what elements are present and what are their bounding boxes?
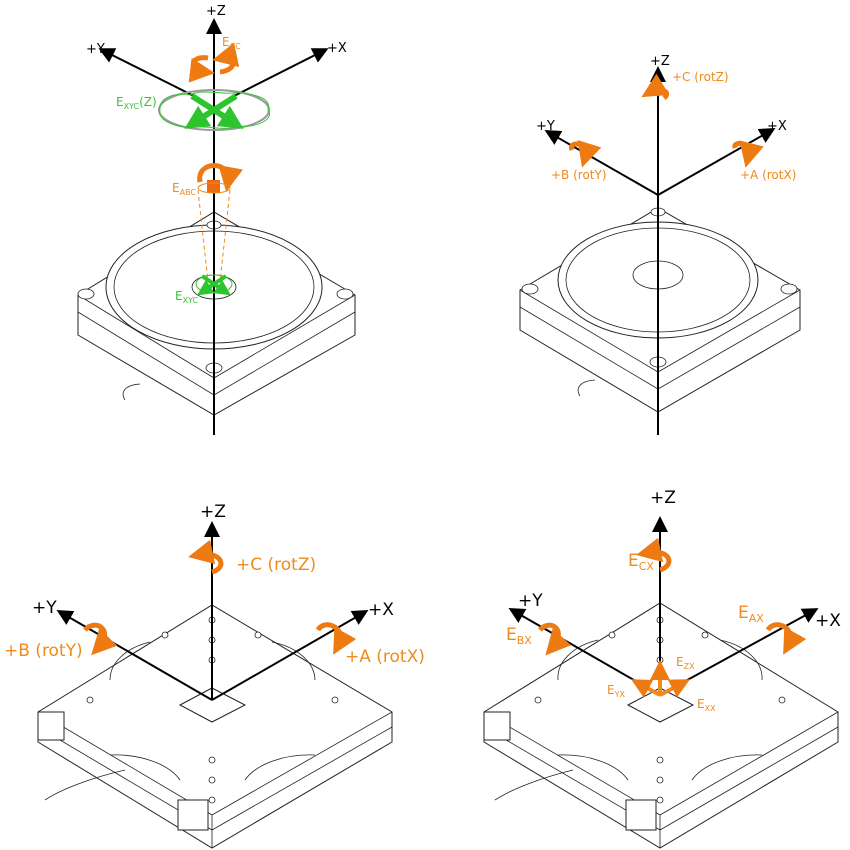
e-cc-label: ECC bbox=[222, 35, 241, 51]
z-axis-label: +Z bbox=[206, 4, 226, 19]
e-cx-label: ECX bbox=[628, 551, 654, 573]
square-stage-device bbox=[483, 602, 839, 849]
rotation-c-icon bbox=[188, 539, 224, 575]
e-xyc-label: EXYC bbox=[175, 289, 199, 305]
rotation-cc-icon bbox=[188, 42, 240, 83]
z-axis-label: +Z bbox=[650, 54, 670, 69]
a-rotation-label: +A (rotX) bbox=[740, 168, 796, 182]
e-abc-label: EABC bbox=[172, 181, 196, 197]
x-axis bbox=[657, 128, 776, 196]
y-axis-label: +Y bbox=[518, 591, 543, 611]
panel-bottom-right-error-axes: +Z +Y +X ECX EBX EAX EZX EYX EXX bbox=[483, 488, 841, 849]
e-ax-label: EAX bbox=[738, 603, 764, 625]
b-rotation-label: +B (rotY) bbox=[4, 641, 83, 661]
e-bx-label: EBX bbox=[506, 625, 532, 647]
translation-error-arrows bbox=[630, 660, 691, 698]
xy-error-zone-top bbox=[158, 89, 271, 131]
c-rotation-label: +C (rotZ) bbox=[672, 70, 729, 84]
a-rotation-label: +A (rotX) bbox=[345, 647, 425, 667]
b-rotation-label: +B (rotY) bbox=[551, 168, 607, 182]
y-axis bbox=[544, 130, 659, 196]
xy-error-zone-bottom bbox=[195, 274, 233, 296]
e-xx-label: EXX bbox=[697, 697, 716, 713]
rotation-c-icon bbox=[641, 73, 670, 100]
rotation-b-icon bbox=[83, 622, 118, 656]
y-axis-label: +Y bbox=[86, 42, 105, 57]
panel-bottom-left-rotation-axes: +Z +Y +X +C (rotZ) +B (rotY) +A (rotX) bbox=[4, 502, 425, 849]
round-stage-device bbox=[519, 207, 801, 413]
y-axis-label: +Y bbox=[536, 119, 555, 134]
rotation-b-icon bbox=[569, 139, 602, 168]
y-axis-label: +Y bbox=[32, 598, 57, 618]
rotation-a-icon bbox=[732, 140, 764, 168]
y-axis bbox=[98, 48, 195, 97]
x-axis-label: +X bbox=[767, 119, 787, 134]
x-axis bbox=[233, 48, 329, 97]
panel-top-right-rotation-axes: +Z +Y +X +C (rotZ) +B (rotY) +A (rotX) bbox=[519, 54, 801, 435]
rotation-bx-icon bbox=[538, 622, 572, 656]
e-zx-label: EZX bbox=[676, 655, 695, 671]
x-axis-label: +X bbox=[815, 611, 841, 631]
c-rotation-label: +C (rotZ) bbox=[236, 555, 316, 575]
e-yx-label: EYX bbox=[607, 683, 625, 699]
rotation-cx-icon bbox=[636, 537, 672, 573]
z-axis-label: +Z bbox=[650, 488, 676, 508]
x-axis bbox=[211, 610, 369, 701]
round-stage-device bbox=[77, 211, 356, 416]
rotation-ax-icon bbox=[765, 622, 807, 655]
rotation-abc-icon bbox=[197, 163, 243, 283]
e-xyc-z-label: EXYC(Z) bbox=[116, 95, 157, 111]
panel-top-left-error-overview: +Z +Y +X ECC EXYC(Z) EABC EXYC bbox=[77, 4, 356, 435]
x-axis-label: +X bbox=[327, 41, 347, 56]
x-axis-label: +X bbox=[368, 600, 394, 620]
z-axis-label: +Z bbox=[200, 502, 226, 522]
square-stage-device bbox=[37, 604, 393, 849]
rotation-a-icon bbox=[315, 622, 357, 655]
